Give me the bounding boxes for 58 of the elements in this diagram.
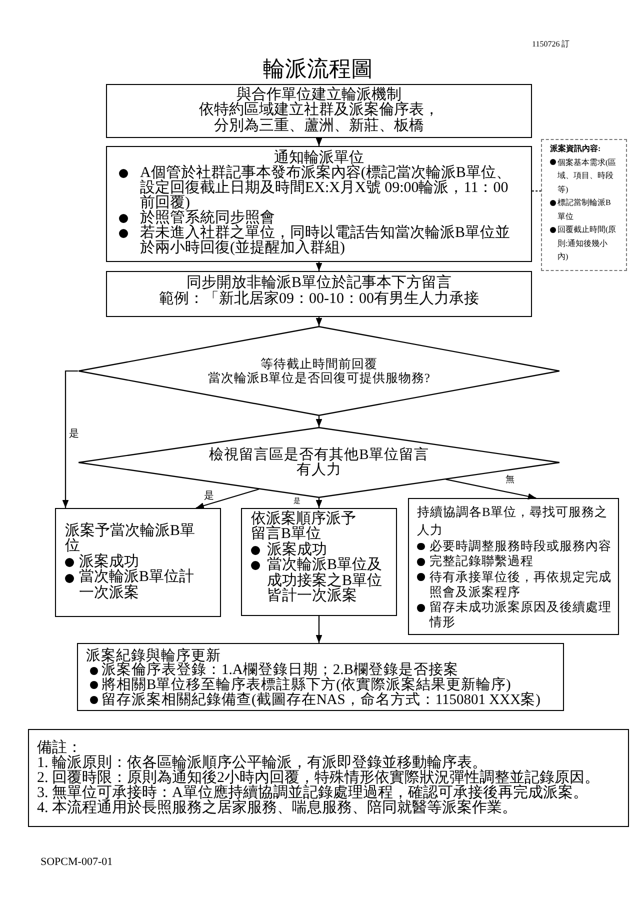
arrow (62, 370, 78, 508)
bullet-text: 派案成功 (79, 554, 139, 570)
bullet-text: 派案成功 (267, 542, 327, 558)
step-text: 依特約區域建立社群及派案倫序表，分別為三重、蘆洲、新莊、板橋 (198, 103, 440, 134)
decision-diamond (78, 427, 560, 498)
arrow (316, 138, 322, 146)
bullet-text: 派案倫序表登錄：1.A欄登錄日期；2.B欄登錄是否接案 (102, 663, 458, 678)
info-box (541, 139, 627, 271)
revision-note: 1150726 訂 (532, 40, 570, 49)
edge-label: 是 (68, 428, 80, 440)
connector-line (532, 190, 542, 192)
bullet-text: 留存未成功派案原因及後續處理情形 (430, 600, 612, 631)
decision-diamond (78, 326, 560, 416)
note-box (28, 729, 629, 827)
info-title: 派案資訊內容: (550, 143, 601, 155)
bullet-text: 完整記錄聯繫過程 (430, 554, 534, 570)
arrow (316, 317, 322, 326)
note-item: 1. 輪派原則：依各區輪派順序公平輪派，有派即登錄並移動輪序表。 (37, 756, 487, 771)
note-item: 4. 本流程通用於長照服務之居家服務、喘息服務、陪同就醫等派案作業。 (37, 801, 517, 817)
bullet-text: 於照管系統同步照會 (140, 211, 275, 226)
bullet-text: 當次輪派B單位及成功接案之B單位皆計一次派案 (267, 558, 384, 604)
process-box (106, 271, 532, 317)
step-title: 同步開放非輪派B單位於記事本下方留言 (186, 274, 452, 291)
step-title: 派案予當次輪派B單位 (65, 524, 196, 554)
edge-label: 是 (203, 490, 215, 502)
process-box (77, 643, 564, 711)
process-box (106, 84, 532, 138)
bullet-text: 留存派案相關紀錄備查(截圖存在NAS，命名方式：1150801 XXX案) (102, 692, 540, 708)
bullet-text: 標記當制輪派B單位 (558, 197, 612, 222)
arrow (196, 488, 260, 509)
bullet-text: 當次輪派B單位計一次派案 (79, 570, 196, 602)
question-text: 當次輪派B單位是否回復可提供服物務? (208, 371, 430, 385)
bullet-text: A個管於社群記事本發布派案內容(標記當次輪派B單位、設定回復截止日期及時間EX:X月X號 09:00輪派，11：00前回覆) (140, 166, 512, 211)
note-heading: 備註： (37, 740, 82, 756)
bullet-text: 將相關B單位移至輪序表標註縣下方(依實際派案結果更新輪序) (102, 678, 511, 693)
process-box (106, 146, 532, 262)
step-text: 範例：「新北居家09：00-10：00有男生人力承接 (159, 290, 479, 307)
edge-label: 無 (504, 475, 516, 485)
bullet-text: 必要時調整服務時段或服務內容 (430, 539, 612, 554)
arrow (316, 616, 322, 643)
bullet-text: 若未進入社群之單位，同時以電話告知當次輪派B單位並於兩小時回復(並提醒加入群組) (140, 226, 512, 256)
arrow (446, 478, 536, 500)
page-title: 輪派流程圖 (263, 56, 373, 82)
document-code: SOPCM-007-01 (40, 856, 113, 868)
process-box (241, 508, 397, 616)
process-box (408, 498, 619, 635)
arrow (316, 262, 322, 271)
step-title: 派案紀錄與輪序更新 (86, 648, 221, 664)
question-text: 檢視留言區是否有其他B單位留言有人力 (208, 448, 430, 478)
bullet-text: 個案基本需求(區域、項目、時段等) (558, 156, 618, 196)
bullet-text: 回覆截止時間(原則:通知後幾小內) (558, 224, 618, 263)
step-title: 依派案順序派予留言B單位 (251, 512, 357, 542)
process-box (55, 508, 221, 617)
arrow (316, 498, 322, 508)
question-text: 等待截止時間前回覆 (260, 357, 378, 371)
bullet-text: 待有承接單位後，再依規定完成照會及派案程序 (430, 570, 612, 600)
step-title: 持續協調各B單位，尋找可服務之人力 (417, 504, 608, 539)
arrow (316, 416, 322, 427)
